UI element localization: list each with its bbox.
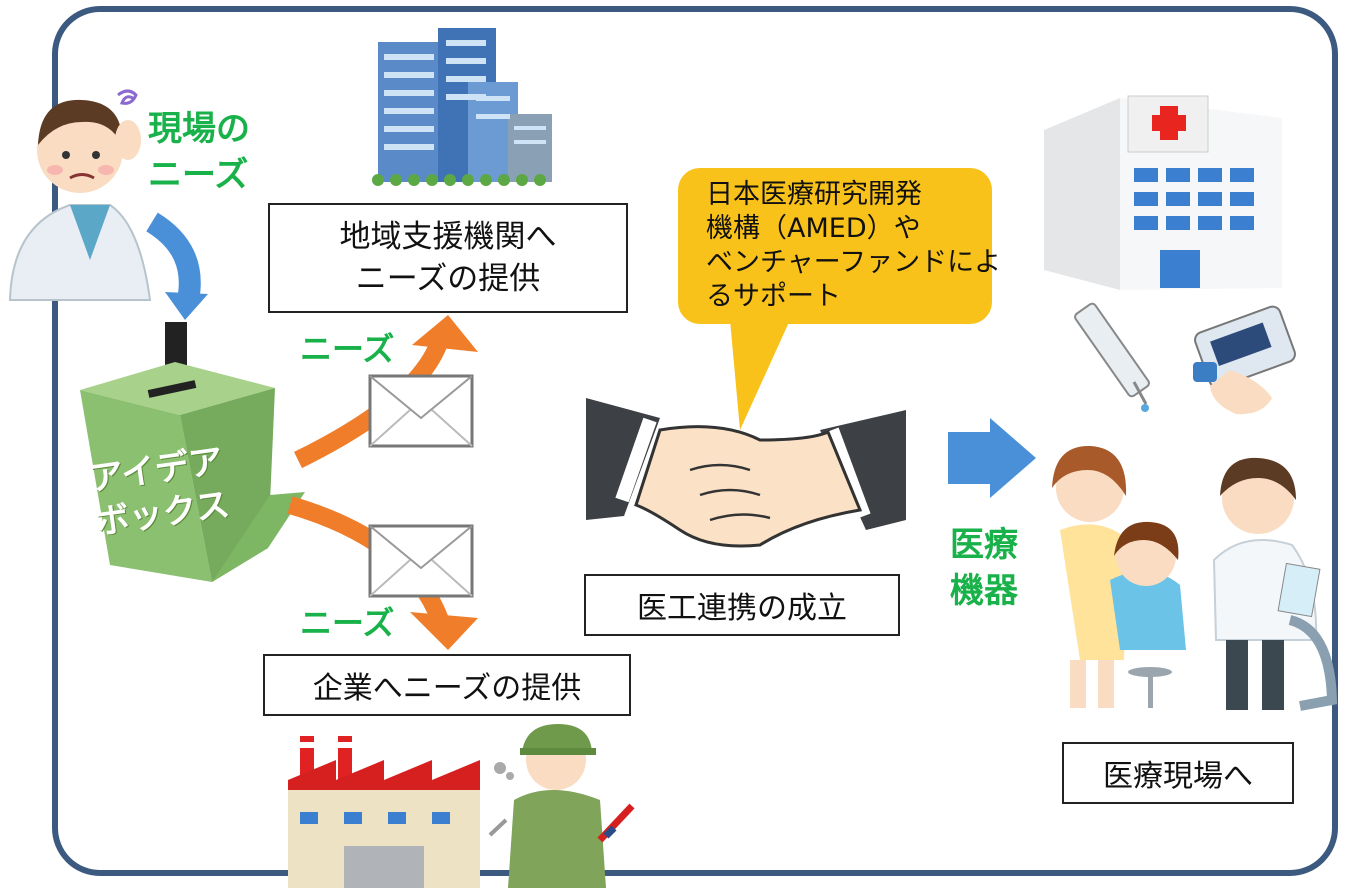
blue-curved-arrow xyxy=(145,212,208,320)
envelope-icon xyxy=(368,374,474,448)
amed-line3: ベンチャーファンドによ xyxy=(706,247,1002,278)
office-building-icon xyxy=(372,28,552,186)
doctor-worried-icon xyxy=(8,89,152,301)
amed-line2: 機構（AMED）や xyxy=(706,213,921,244)
ballot-box-icon xyxy=(80,322,305,582)
to-medical-field-box: 医療現場へ xyxy=(1062,742,1294,804)
amed-speech-bubble xyxy=(678,168,992,430)
idea-box-label: アイデア ボックス xyxy=(87,439,233,545)
pulse-oximeter-icon xyxy=(1193,305,1296,415)
needs-label-top: 現場の ニーズ xyxy=(148,106,250,198)
worker-icon xyxy=(488,724,635,888)
company-provision-box: 企業へニーズの提供 xyxy=(263,654,631,716)
partnership-box: 医工連携の成立 xyxy=(584,574,900,636)
medical-devices-line2: 機器 xyxy=(950,571,1018,611)
hospital-icon xyxy=(1044,95,1282,290)
family-doctor-icon xyxy=(1052,445,1338,711)
partnership-text: 医工連携の成立 xyxy=(637,591,847,626)
amed-support-text: 日本医療研究開発 機構（AMED）や ベンチャーファンドによ るサポート xyxy=(706,178,1001,314)
envelope-icon xyxy=(368,524,474,598)
company-provision-text: 企業へニーズの提供 xyxy=(312,671,582,706)
regional-support-line2: ニーズの提供 xyxy=(355,261,541,297)
needs-label-upper: ニーズ xyxy=(300,330,395,368)
amed-line1: 日本医療研究開発 xyxy=(706,179,922,210)
regional-support-line1: 地域支援機関へ xyxy=(339,219,557,255)
regional-support-box: 地域支援機関へ ニーズの提供 xyxy=(268,203,628,313)
medical-devices-line1: 医療 xyxy=(950,525,1018,565)
needs-label-line2: ニーズ xyxy=(148,155,249,195)
handshake-icon xyxy=(586,398,906,548)
blue-arrow-right xyxy=(948,418,1036,498)
medical-devices-label: 医療 機器 xyxy=(950,522,1018,614)
amed-line4: るサポート xyxy=(706,281,841,312)
to-medical-field-text: 医療現場へ xyxy=(1103,759,1253,794)
syringe-icon xyxy=(1074,302,1150,412)
needs-label-lower: ニーズ xyxy=(300,604,395,642)
factory-icon xyxy=(288,736,480,888)
needs-label-line1: 現場の xyxy=(148,109,250,149)
